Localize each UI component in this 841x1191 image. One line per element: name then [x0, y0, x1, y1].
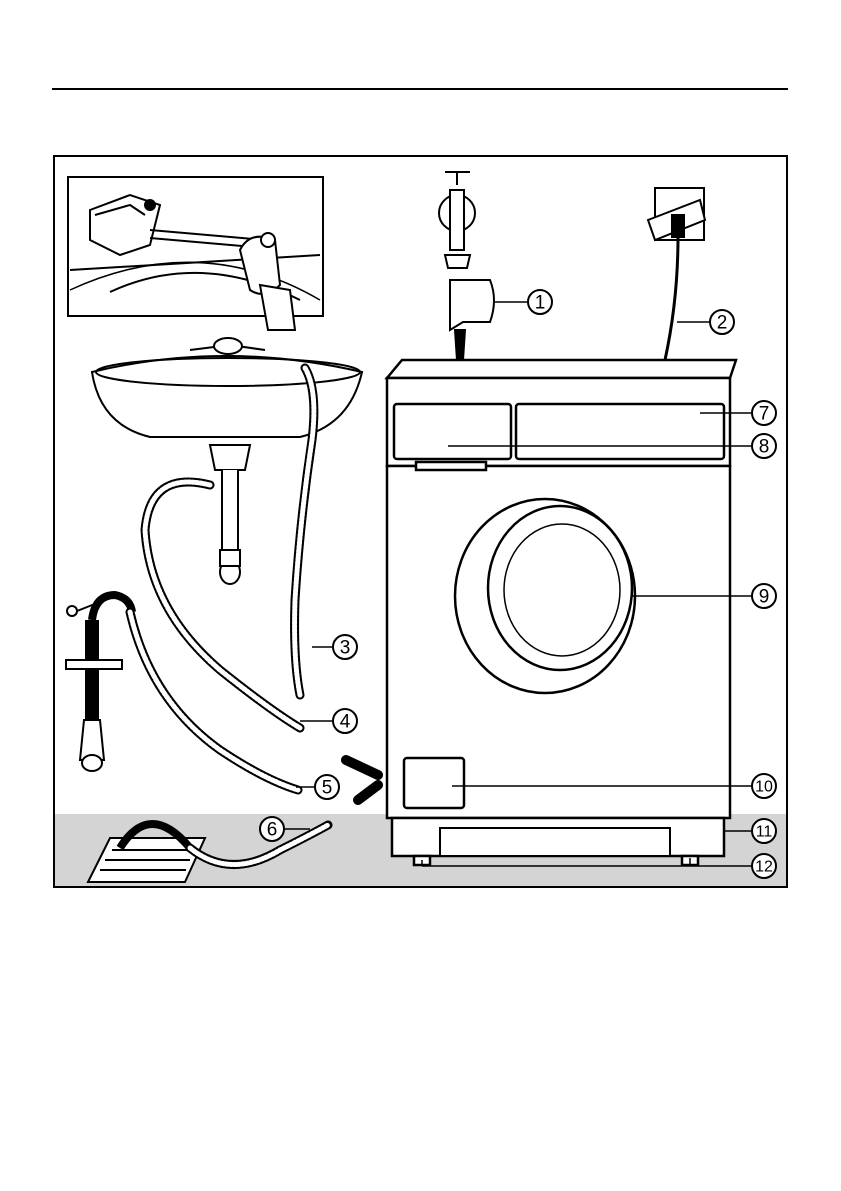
callout-label-6: 6 [267, 820, 278, 841]
callout-label-10: 10 [755, 779, 773, 796]
callout-label-4: 4 [340, 712, 351, 733]
water-tap [439, 172, 475, 268]
hose-outlet [346, 760, 378, 800]
standpipe [66, 595, 132, 771]
callout-label-11: 11 [756, 824, 773, 841]
washing-machine [387, 360, 736, 865]
sink [92, 338, 362, 584]
drain-hose-standpipe [130, 612, 298, 790]
callout-label-1: 1 [535, 293, 546, 314]
callout-label-8: 8 [759, 437, 770, 458]
waterproof-device [450, 280, 494, 360]
inset-detail-drain-hose-over-sink [68, 177, 323, 330]
callout-label-9: 9 [759, 587, 770, 608]
power-cable [665, 237, 678, 360]
wall-socket [648, 188, 705, 240]
callout-label-12: 12 [755, 859, 773, 876]
callout-label-2: 2 [717, 313, 728, 334]
callout-label-3: 3 [340, 638, 351, 659]
callout-label-7: 7 [759, 404, 770, 425]
callout-label-5: 5 [322, 778, 333, 799]
